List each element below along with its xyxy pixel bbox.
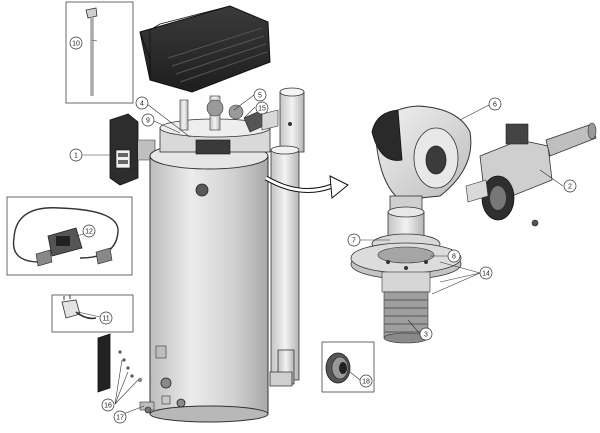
callout-11: 11 [99,311,113,325]
water-heater-tank [149,95,271,423]
callout-12: 12 [82,224,96,238]
svg-text:3: 3 [424,332,428,339]
callout-17: 17 [113,410,127,424]
callout-6: 6 [488,97,502,111]
callout-4: 4 [135,96,149,110]
callout-3: 3 [419,327,433,341]
svg-text:12: 12 [85,229,93,236]
part-6-blower [371,105,472,213]
part-10-inset-box [65,1,134,104]
callout-16: 16 [101,398,115,412]
callout-14: 14 [479,266,493,280]
svg-text:7: 7 [352,238,356,245]
part-2-gas-valve [465,122,597,227]
svg-text:5: 5 [258,93,262,100]
callout-18: 18 [359,374,373,388]
callout-1: 1 [69,148,83,162]
callout-8: 8 [447,249,461,263]
svg-text:14: 14 [482,271,490,278]
svg-text:18: 18 [362,379,370,386]
svg-text:16: 16 [104,403,112,410]
svg-text:4: 4 [140,101,144,108]
svg-text:11: 11 [102,316,109,323]
callout-2: 2 [563,179,577,193]
svg-text:8: 8 [452,254,456,261]
svg-text:17: 17 [116,415,124,422]
svg-text:10: 10 [72,41,80,48]
callout-10: 10 [69,36,83,50]
svg-text:2: 2 [568,184,572,191]
part-12-inset-box [6,196,133,276]
callout-15: 15 [255,101,269,115]
callout-5: 5 [253,88,267,102]
callout-7: 7 [347,233,361,247]
leader-lines [75,39,564,417]
burner-assembly [350,206,462,344]
callout-9: 9 [141,113,155,127]
svg-text:1: 1 [74,153,78,160]
part-11-inset-box [51,294,134,333]
svg-text:9: 9 [146,118,150,125]
svg-text:15: 15 [258,106,266,113]
svg-text:6: 6 [493,102,497,109]
top-cover [139,5,271,93]
exploded-view-arrow [264,175,349,199]
part-17-drain-valve [139,401,155,414]
part-16-access-panel [97,333,143,393]
